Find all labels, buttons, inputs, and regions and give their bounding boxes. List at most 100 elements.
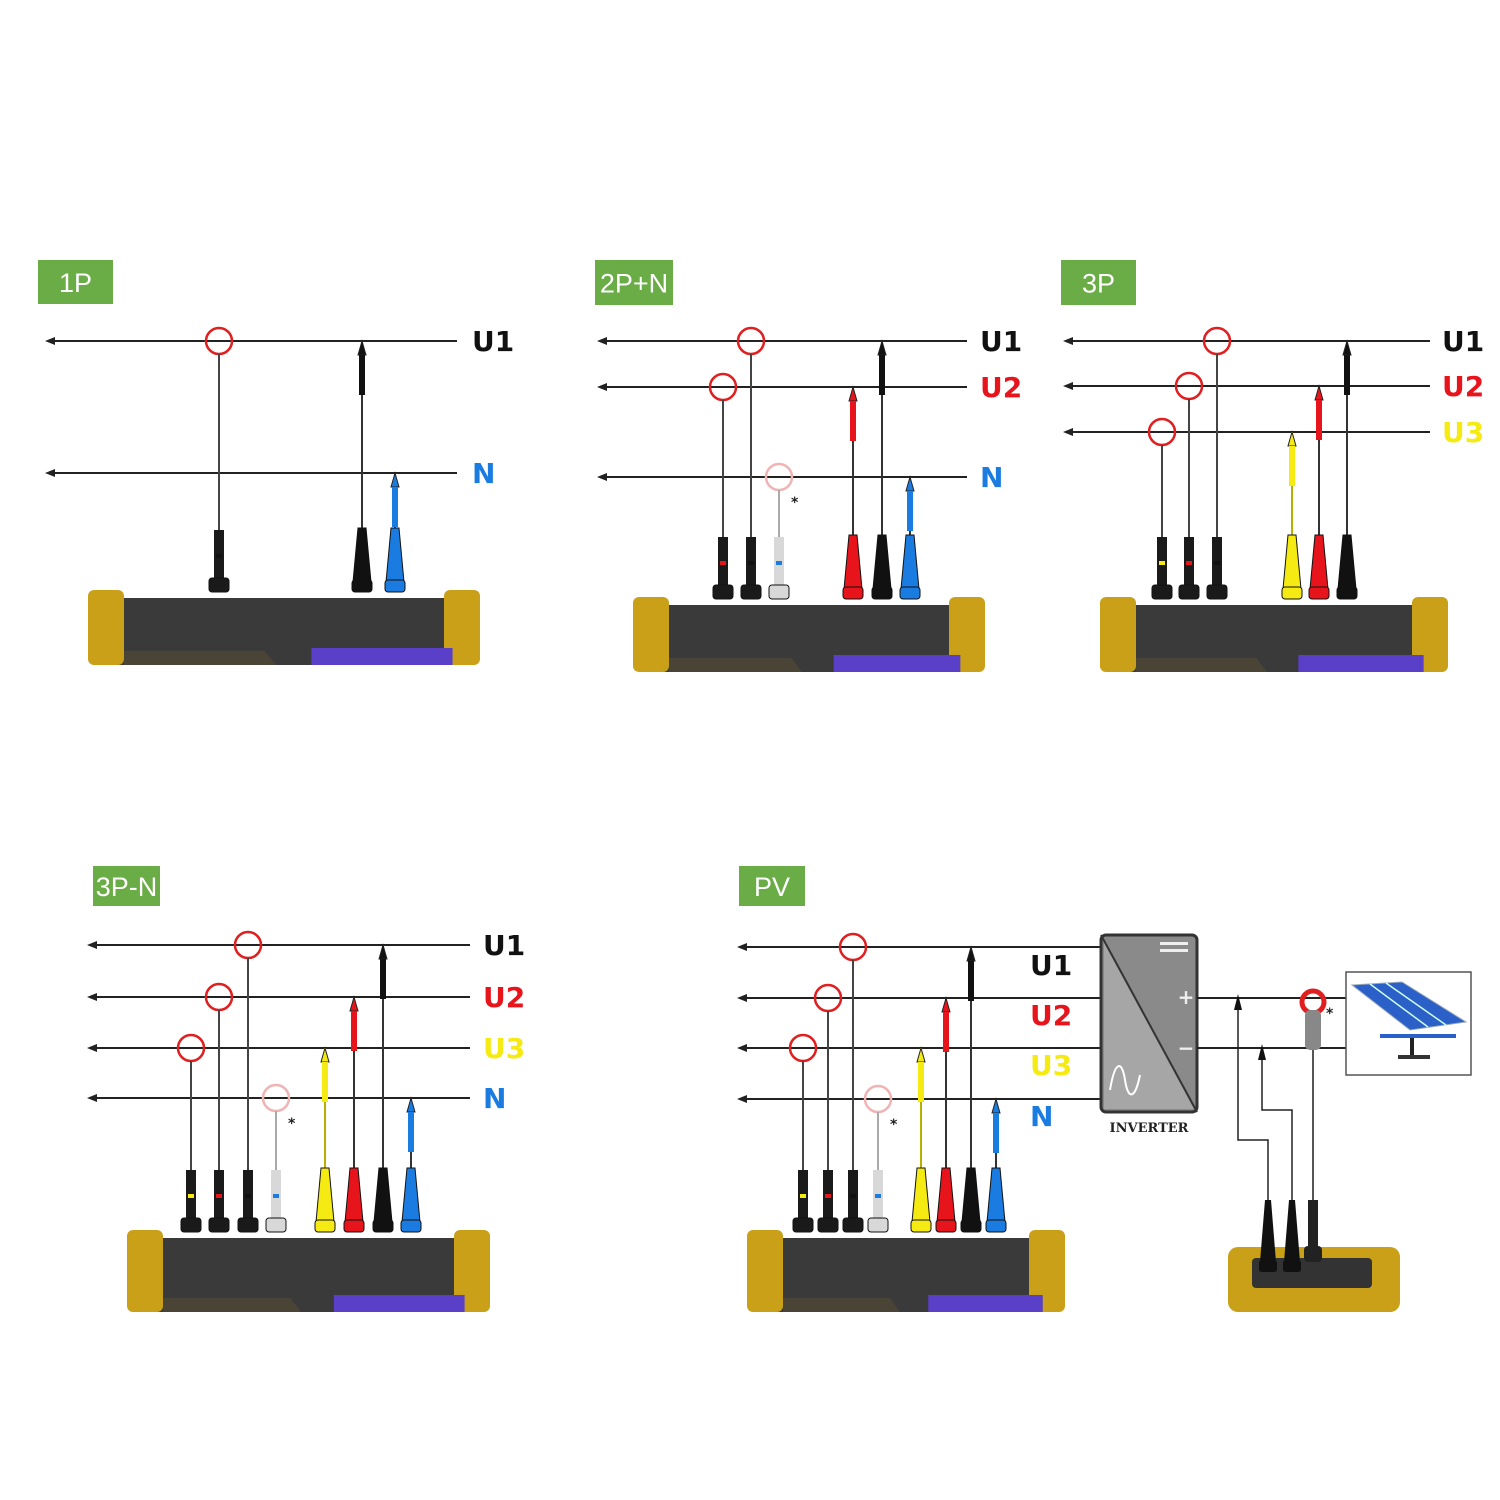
solar-panel-grid [1369,983,1429,1028]
conductor-label: N [1030,1100,1053,1133]
current-probe-u3-connector [180,1217,202,1233]
analyzer-panel [669,658,802,672]
solar-panel-icon [1350,981,1468,1031]
current-probe-u2-connector [1178,584,1200,600]
voltage-probe-u1-connector [871,586,893,600]
pv-extras: +−INVERTER* [1099,933,1472,1312]
voltage-probe-u1-plug [961,1167,981,1223]
arrow-left-icon [87,993,97,1001]
voltage-probe-u2-tip-icon [1314,384,1324,401]
voltage-probe-u3-connector [910,1219,932,1233]
inverter-label: INVERTER [1110,1121,1189,1136]
arrow-left-icon [1063,337,1073,345]
analyzer-bumper-right [454,1230,490,1312]
voltage-probe-u1-plug [872,534,892,590]
voltage-probe-u2-plug [1309,534,1329,590]
dc-symbol-icon [1160,942,1188,945]
voltage-probe-n-connector [899,586,921,600]
conductor-label: U3 [483,1032,525,1065]
panel-title: PV [754,872,790,902]
current-probe-u1-connector [237,1217,259,1233]
voltage-probe-u3-tip-body [918,1062,924,1102]
solar-stand-bar [1380,1034,1456,1038]
solar-stand-post [1410,1038,1414,1056]
voltage-probe-u2-tip-icon [941,996,951,1013]
voltage-probe-u2-plug [936,1167,956,1223]
current-probe-n-connector [768,584,790,600]
analyzer-panel [783,1298,900,1312]
voltage-probe-u3-plug [315,1167,335,1223]
arrow-left-icon [1063,382,1073,390]
voltage-probe-u3-connector [314,1219,336,1233]
conductor-label: U1 [472,325,514,358]
current-probe-u1-connector [842,1217,864,1233]
panel-tag [1061,260,1136,305]
voltage-probe-u3-tip-body [1289,446,1295,486]
current-probe-u1-color-band [216,554,222,558]
dc-clamp-plug [1308,1200,1318,1250]
voltage-probe-n-connector [985,1219,1007,1233]
conductor-label: U3 [1442,416,1484,449]
conductor-label: U3 [1030,1049,1072,1082]
voltage-probe-u1-tip-body [1344,355,1350,395]
arrow-left-icon [1063,428,1073,436]
dc-probe-route-positive [1237,1000,1269,1200]
current-probe-u2-color-band [216,1194,222,1198]
voltage-probe-n-tip-body [993,1113,999,1153]
voltage-probe-n-connector [400,1219,422,1233]
current-probe-u3-connector [1151,584,1173,600]
voltage-probe-u3-connector [1281,586,1303,600]
voltage-probe-u3-tip-body [322,1062,328,1102]
current-probe-u3-color-band [188,1194,194,1198]
current-probe-u2-connector [817,1217,839,1233]
dc-symbol-icon-2 [1160,949,1188,952]
panel-title: 3P [1082,269,1115,299]
current-probe-u1-color-band [1214,561,1220,565]
arrow-left-icon [87,1094,97,1102]
panel-tag [595,260,673,305]
current-probe-u3-connector [792,1217,814,1233]
conductor-label: U2 [980,371,1022,404]
current-probe-u2-color-band [1186,561,1192,565]
voltage-probe-u3-tip-icon [1287,430,1297,447]
analyzer-panel [1136,658,1268,672]
analyzer-screen [928,1295,1043,1312]
voltage-probe-u1-connector [372,1219,394,1233]
polarity-marker: * [791,495,799,511]
conductor-label: N [980,461,1003,494]
voltage-probe-u3-plug [1282,534,1302,590]
dc-analyzer-panel [1252,1258,1372,1288]
arrow-left-icon [737,943,747,951]
panel-tag [93,866,160,906]
voltage-probe-n-tip-icon [905,475,915,492]
inverter-minus: − [1178,1036,1195,1060]
panel-title: 3P-N [96,872,158,902]
voltage-probe-u2-connector [1308,586,1330,600]
analyzer-bumper-right [949,597,985,672]
voltage-probe-n-plug [900,534,920,590]
voltage-probe-n-tip-body [907,491,913,531]
voltage-probe-u3-tip-icon [916,1046,926,1063]
panel-tag [739,866,805,906]
current-probe-u1-color-band [245,1194,251,1198]
current-probe-u2-color-band [720,561,726,565]
dc-clamp-body [1305,1010,1321,1050]
voltage-probe-n-tip-icon [406,1096,416,1113]
voltage-probe-u1-tip-icon [877,339,887,356]
voltage-probe-u2-tip-icon [848,385,858,402]
current-probe-n-connector [867,1217,889,1233]
conductor-label: U2 [1030,999,1072,1032]
current-probe-u3-color-band [800,1194,806,1198]
analyzer-bumper-right [444,590,480,665]
voltage-probe-u2-plug [344,1167,364,1223]
current-probe-u1-connector [208,577,230,593]
voltage-probe-u1-tip-body [968,961,974,1001]
voltage-probe-u1-tip-icon [1342,339,1352,356]
conductor-label: U2 [1442,370,1484,403]
analyzer-screen [333,1295,465,1312]
analyzer-panel [124,651,277,665]
